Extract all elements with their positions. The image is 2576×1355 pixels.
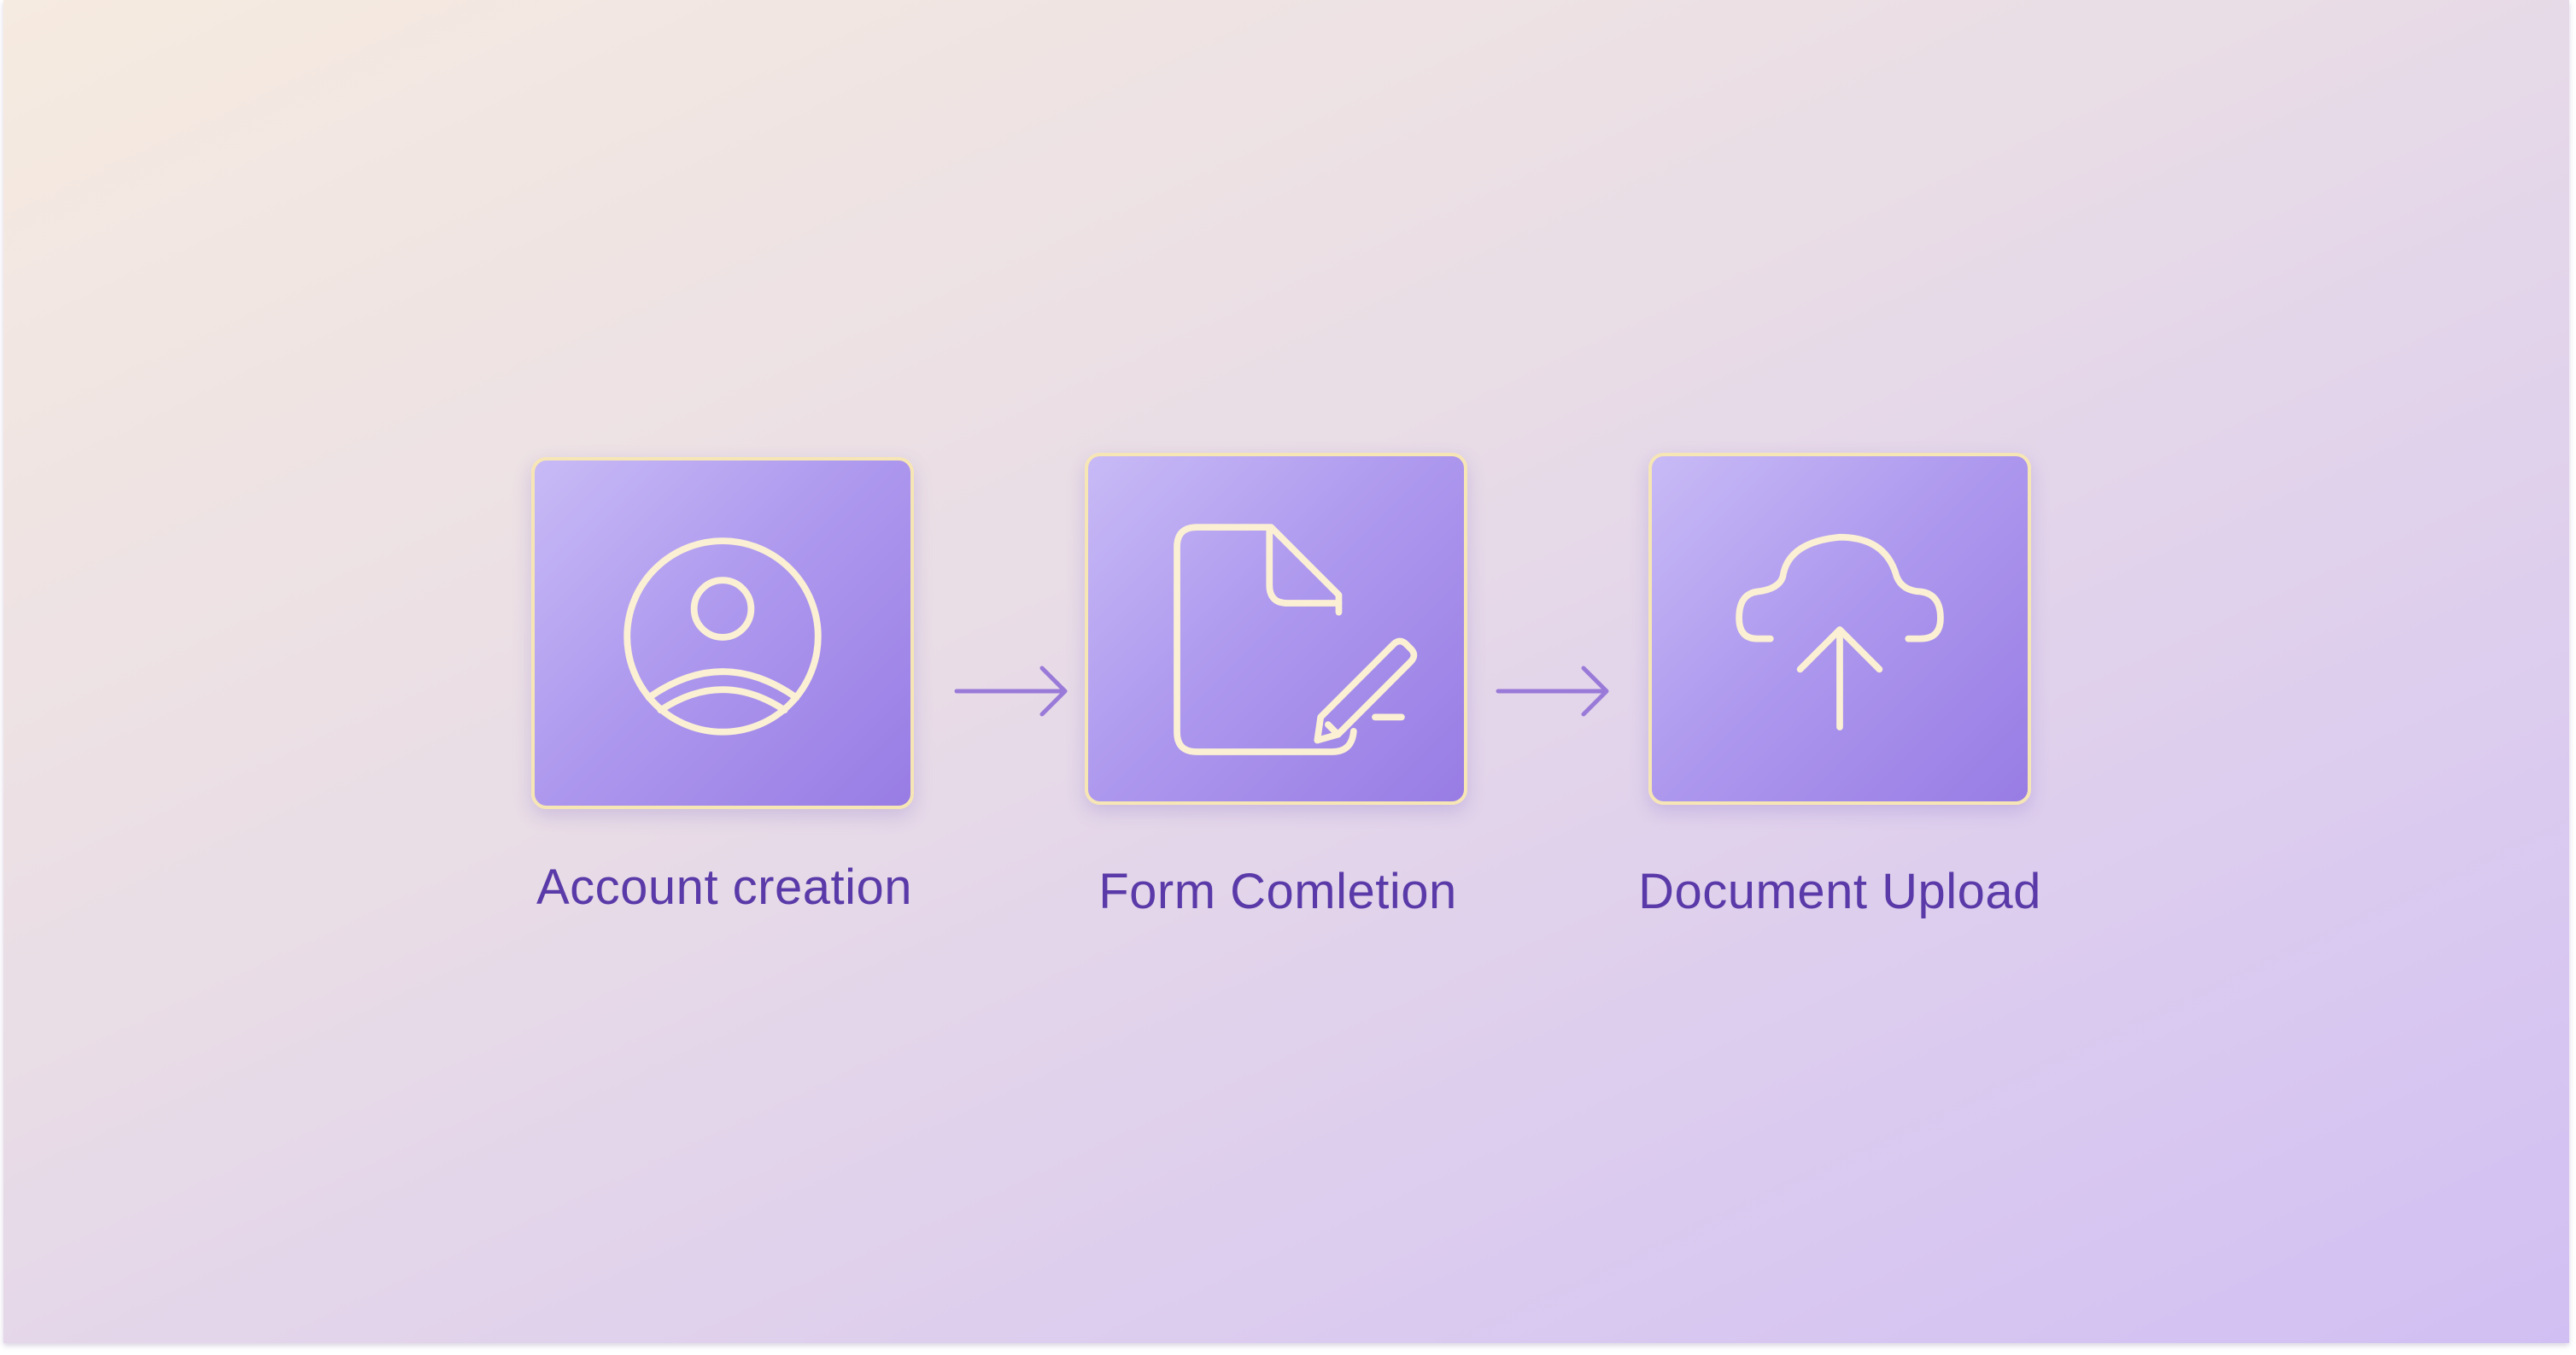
diagram-canvas: Account creation Form Comletion Document…	[3, 0, 2569, 1343]
step-tile-form-completion	[1085, 453, 1467, 805]
step-label: Form Comletion	[1098, 864, 1457, 919]
step-label: Document Upload	[1638, 864, 2041, 919]
step-tile-document-upload	[1648, 453, 2031, 805]
flow-arrow-1	[954, 666, 1068, 717]
cloud-upload-icon	[1736, 533, 1944, 730]
user-profile-icon	[624, 537, 822, 736]
step-label: Account creation	[536, 859, 913, 915]
flow-arrow-2	[1496, 666, 1609, 717]
step-tile-account-creation	[531, 457, 914, 809]
document-edit-icon	[1174, 524, 1418, 755]
